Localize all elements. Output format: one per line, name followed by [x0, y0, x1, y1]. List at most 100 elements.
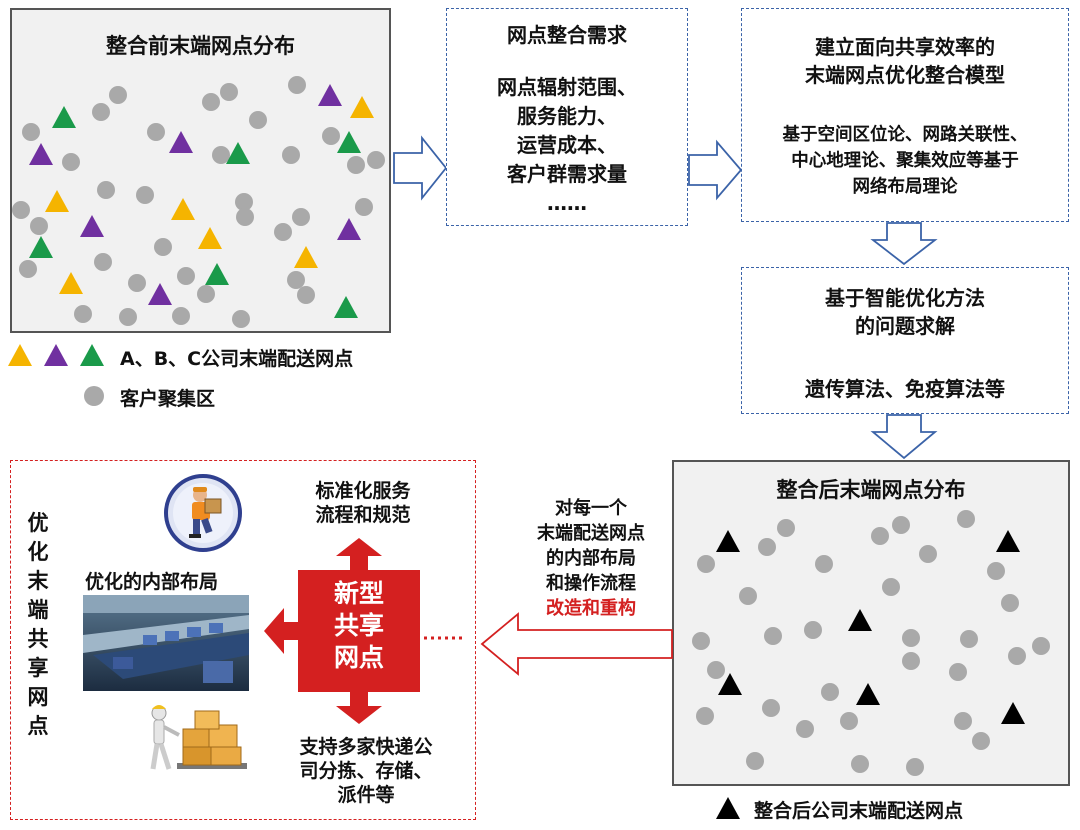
bottom-label-line: 司分拣、存储、	[299, 760, 433, 782]
customer-dot	[919, 545, 937, 563]
top-label-line: 标准化服务	[315, 480, 411, 502]
demand-item: 客户群需求量	[507, 162, 627, 186]
demand-item: 运营成本、	[517, 133, 617, 157]
before-legend: A、B、C公司末端配送网点 客户聚集区	[8, 340, 408, 410]
customer-dot	[109, 86, 127, 104]
bottom-label-line: 支持多家快递公	[299, 736, 433, 758]
company-c-site	[205, 263, 229, 285]
customer-dot	[322, 127, 340, 145]
customer-dot	[232, 310, 250, 328]
customer-dot	[697, 555, 715, 573]
integrated-site	[996, 530, 1020, 552]
model-box: 建立面向共享效率的 末端网点优化整合模型 基于空间区位论、网路关联性、 中心地理…	[741, 8, 1069, 222]
vertical-char: 优	[27, 511, 49, 535]
transform-highlight: 改造和重构	[546, 598, 636, 619]
customer-dot	[804, 621, 822, 639]
integrated-site	[848, 609, 872, 631]
solve-title: 基于智能优化方法 的问题求解	[742, 284, 1068, 340]
customer-dot	[62, 153, 80, 171]
integrated-site	[718, 673, 742, 695]
company-b-site	[337, 218, 361, 240]
core-label-line: 共享	[333, 611, 384, 640]
customer-dot	[954, 712, 972, 730]
company-b-site	[318, 84, 342, 106]
warehouse-photo	[83, 595, 249, 691]
company-b-site	[80, 215, 104, 237]
arrow-left-transform	[480, 612, 673, 676]
customer-dot	[902, 652, 920, 670]
legend-company-a-icon	[8, 344, 32, 366]
vertical-label: 优 化 末 端 共 享 网 点	[23, 509, 53, 741]
integrated-site	[1001, 702, 1025, 724]
demand-item: ……	[547, 191, 587, 215]
model-body-line: 中心地理论、聚集效应等基于	[791, 151, 1019, 171]
arrow-down-1	[870, 222, 938, 266]
customer-dot	[1001, 594, 1019, 612]
arrow-right-2	[688, 139, 743, 201]
customer-dot	[960, 630, 978, 648]
top-label: 标准化服务 流程和规范	[283, 479, 443, 527]
customer-dot	[347, 156, 365, 174]
customer-dot	[288, 76, 306, 94]
vertical-char: 共	[27, 627, 49, 651]
bottom-label: 支持多家快递公 司分拣、存储、 派件等	[273, 735, 459, 807]
customer-dot	[840, 712, 858, 730]
after-title: 整合后末端网点分布	[776, 478, 966, 502]
vertical-char: 网	[27, 685, 49, 709]
company-a-site	[171, 198, 195, 220]
customer-dot	[696, 707, 714, 725]
customer-dot	[282, 146, 300, 164]
arrow-down-2	[870, 414, 938, 460]
demand-items: 网点辐射范围、 服务能力、 运营成本、 客户群需求量 ……	[447, 73, 687, 218]
courier-illustration	[164, 474, 242, 552]
customer-dot	[367, 151, 385, 169]
company-b-site	[169, 131, 193, 153]
company-c-site	[29, 236, 53, 258]
customer-dot	[851, 755, 869, 773]
customer-dot	[882, 578, 900, 596]
company-c-site	[226, 142, 250, 164]
customer-dot	[274, 223, 292, 241]
worker-boxes-illustration	[150, 705, 247, 770]
customer-dot	[74, 305, 92, 323]
company-c-site	[52, 106, 76, 128]
demand-title: 网点整合需求	[507, 23, 627, 47]
solve-box: 基于智能优化方法 的问题求解 遗传算法、免疫算法等	[741, 267, 1069, 414]
vertical-char: 享	[27, 656, 49, 680]
transform-line: 末端配送网点	[537, 523, 645, 544]
customer-dot	[136, 186, 154, 204]
model-title-line: 末端网点优化整合模型	[805, 63, 1005, 87]
customer-dot	[154, 238, 172, 256]
customer-dot	[172, 307, 190, 325]
bottom-label-line: 派件等	[337, 784, 395, 806]
integrated-site	[716, 530, 740, 552]
customer-dot	[777, 519, 795, 537]
customer-dot	[202, 93, 220, 111]
layout-label: 优化的内部布局	[85, 571, 219, 593]
customer-dot	[821, 683, 839, 701]
demand-item: 网点辐射范围、	[497, 75, 637, 99]
company-a-site	[294, 246, 318, 268]
customer-dot	[949, 663, 967, 681]
customer-dot	[815, 555, 833, 573]
customer-dot	[147, 123, 165, 141]
transform-text: 对每一个 末端配送网点 的内部布局 和操作流程 改造和重构	[508, 496, 674, 621]
customer-dot	[746, 752, 764, 770]
customer-dot	[758, 538, 776, 556]
company-a-site	[45, 190, 69, 212]
customer-dot	[220, 83, 238, 101]
customer-dot	[287, 271, 305, 289]
customer-dot	[355, 198, 373, 216]
customer-dot	[297, 286, 315, 304]
solve-methods: 遗传算法、免疫算法等	[805, 377, 1005, 401]
customer-dot	[22, 123, 40, 141]
customer-dot	[987, 562, 1005, 580]
vertical-char: 化	[27, 540, 49, 564]
customer-dot	[292, 208, 310, 226]
customer-dot	[197, 285, 215, 303]
vertical-char: 端	[27, 598, 49, 622]
after-legend-icon	[716, 797, 740, 819]
integrated-site	[856, 683, 880, 705]
before-distribution-panel: 整合前末端网点分布	[10, 8, 391, 333]
customer-dot	[128, 274, 146, 292]
